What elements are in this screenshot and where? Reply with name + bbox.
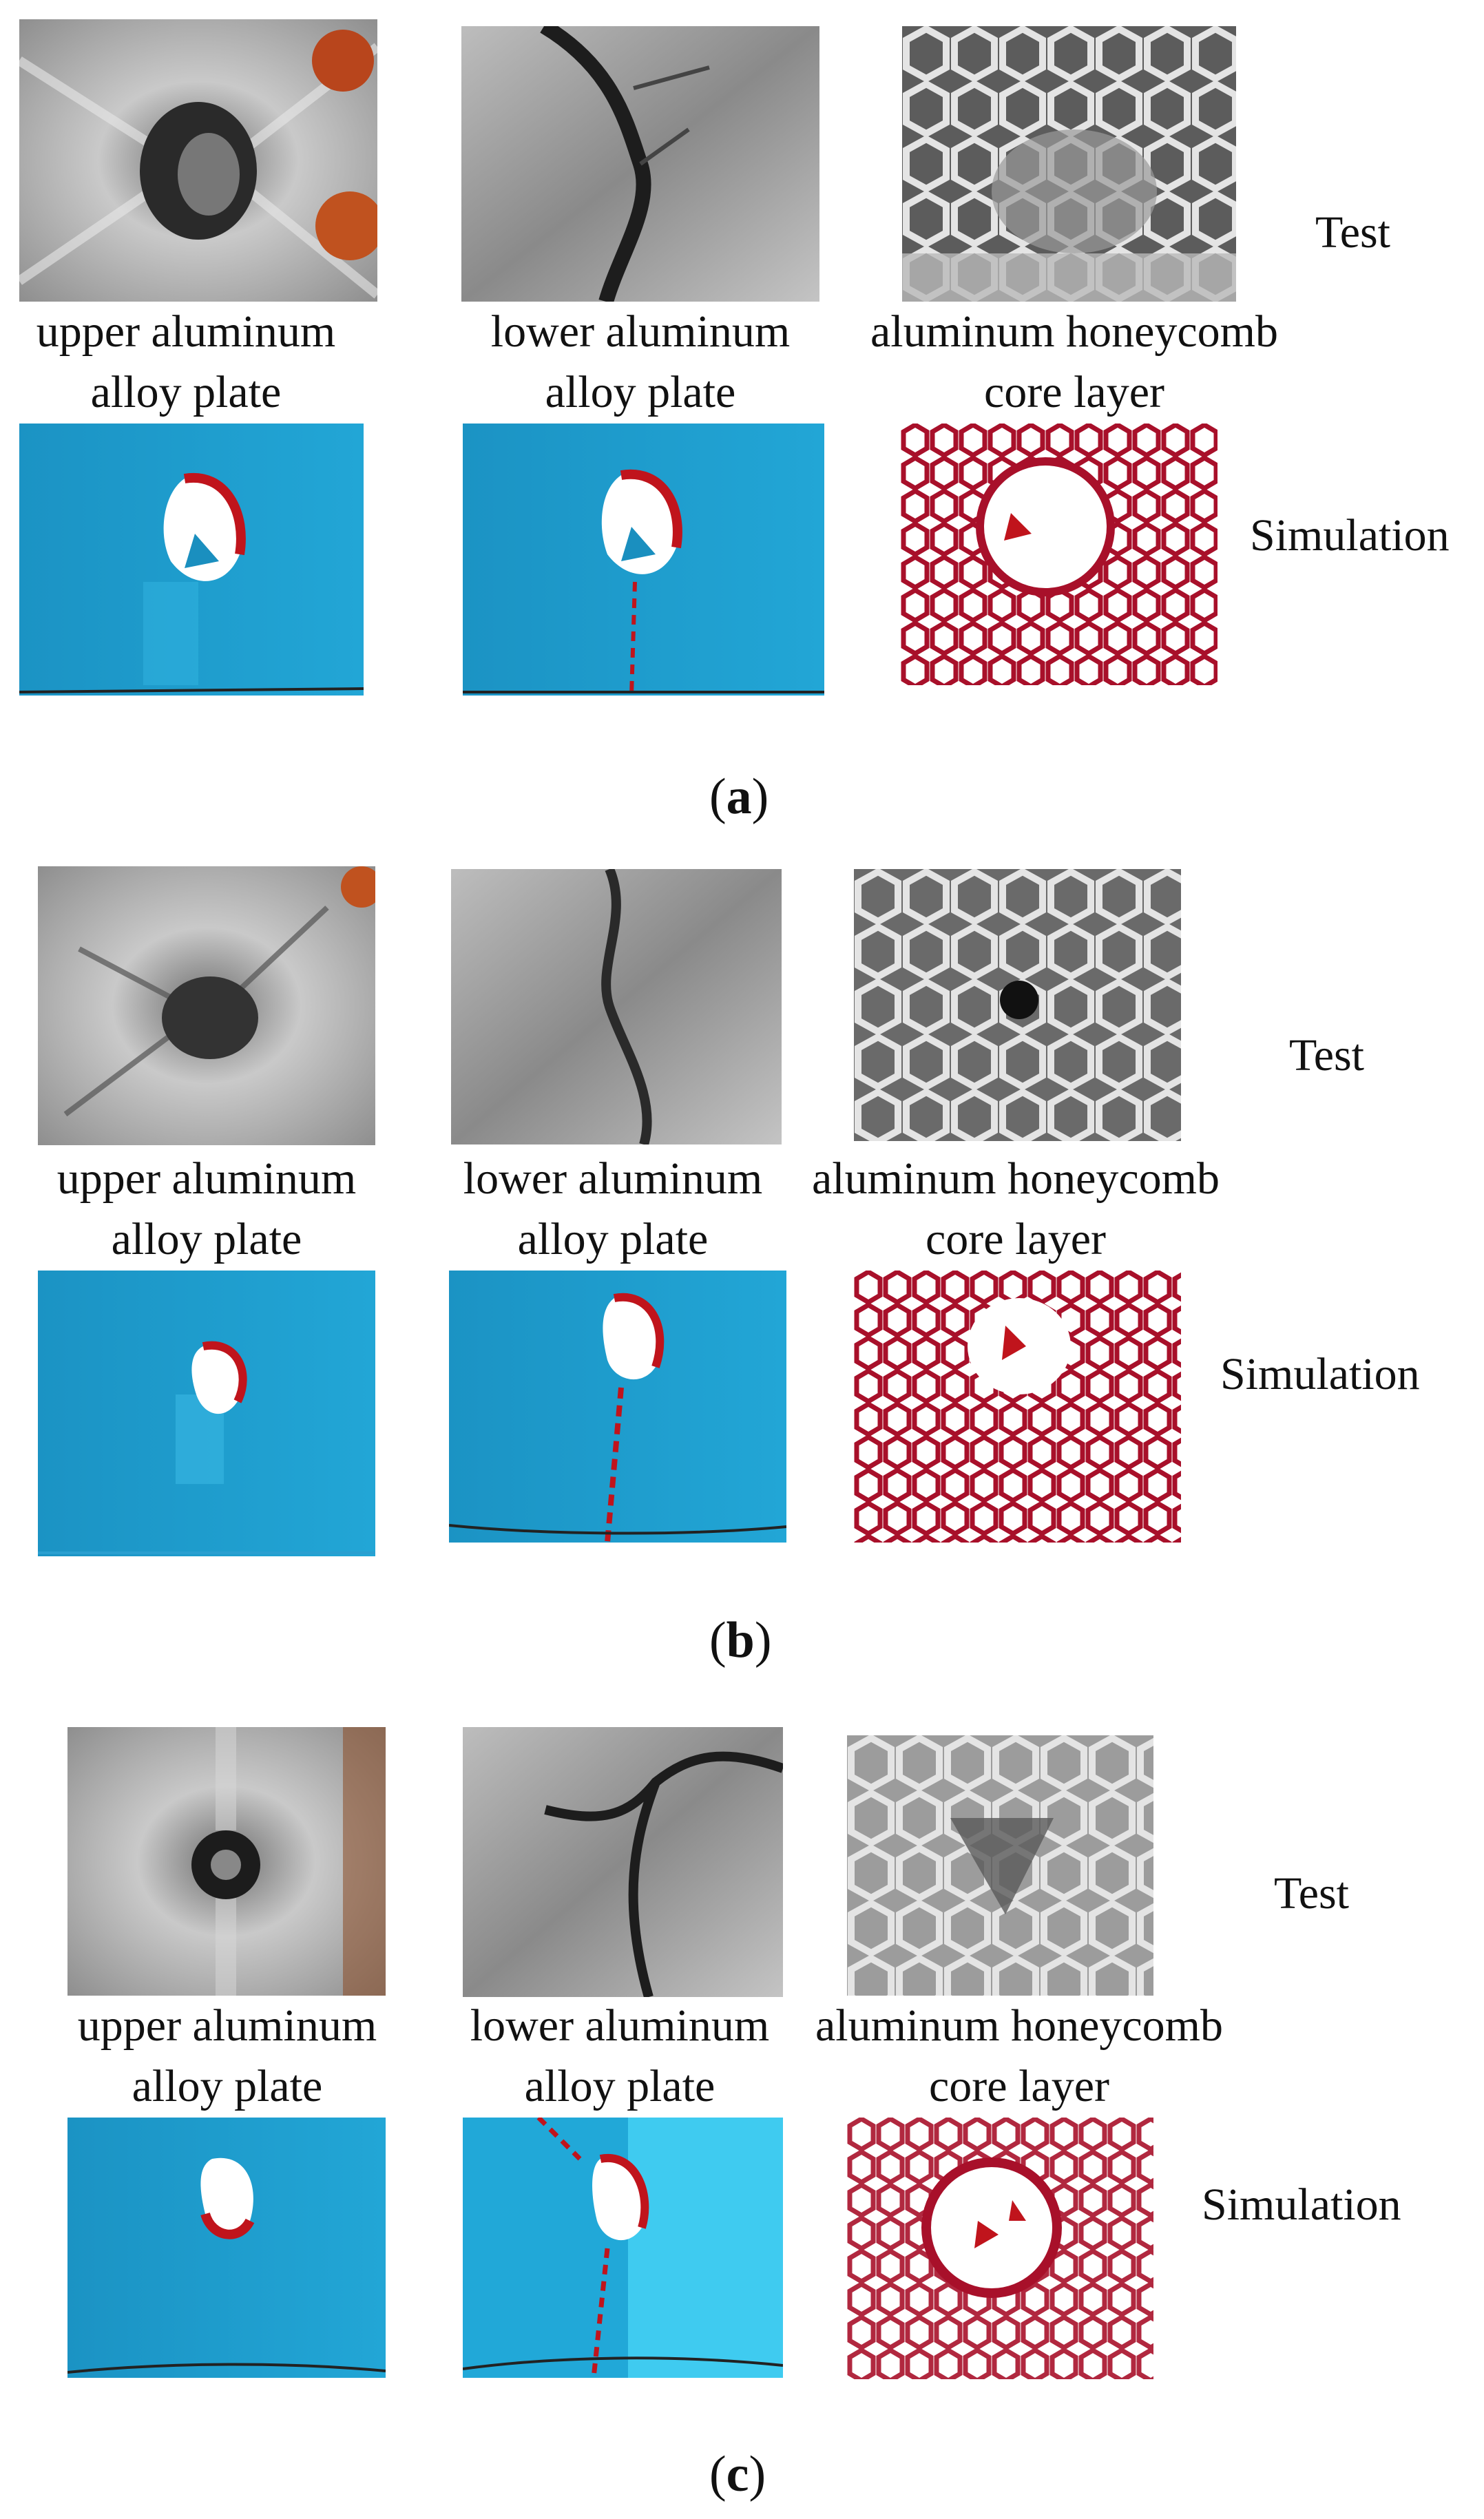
test-photo-honeycomb-c <box>847 1735 1153 1996</box>
simulation-row-label-b: Simulation <box>1220 1349 1420 1399</box>
test-row-label-c: Test <box>1274 1868 1350 1919</box>
panel-label-b: (b) <box>709 1612 772 1669</box>
simulation-lower-plate-a <box>463 424 824 696</box>
simulation-honeycomb-a <box>901 424 1217 685</box>
test-photo-honeycomb-a <box>902 26 1236 302</box>
panel-label-a: (a) <box>709 769 769 825</box>
test-photo-lower-plate-c <box>463 1727 783 1997</box>
panel-label-c: (c) <box>709 2446 766 2502</box>
test-row-label-b: Test <box>1289 1030 1365 1080</box>
simulation-honeycomb-b <box>854 1271 1181 1543</box>
test-row-label-a: Test <box>1315 207 1391 258</box>
simulation-lower-plate-b <box>449 1271 786 1543</box>
simulation-row-label-a: Simulation <box>1250 510 1450 561</box>
test-photo-lower-plate-b <box>451 869 782 1144</box>
simulation-upper-plate-b <box>38 1271 375 1556</box>
simulation-honeycomb-c <box>847 2118 1153 2379</box>
simulation-upper-plate-a <box>19 424 364 696</box>
test-photo-upper-plate-b <box>38 866 375 1145</box>
test-photo-upper-plate-a <box>19 19 377 302</box>
simulation-lower-plate-c <box>463 2118 783 2378</box>
test-photo-lower-plate-a <box>461 26 819 302</box>
test-photo-upper-plate-c <box>67 1727 386 1996</box>
test-photo-honeycomb-b <box>854 869 1181 1141</box>
simulation-upper-plate-c <box>67 2118 386 2378</box>
simulation-row-label-c: Simulation <box>1202 2180 1401 2230</box>
